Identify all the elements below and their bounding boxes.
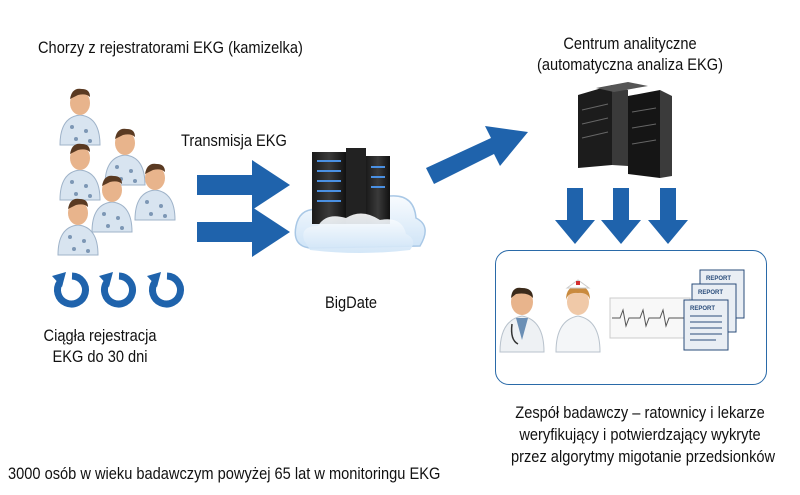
arrow-down-icon xyxy=(555,188,595,244)
arrow-up-right-icon xyxy=(426,126,528,184)
cycle-icon-2 xyxy=(101,272,136,308)
arrow-right-icon xyxy=(197,160,290,210)
doctor-icon xyxy=(499,287,545,353)
continuous-line-1: Ciągła rejestracja xyxy=(43,326,157,345)
transmission-label: Transmisja EKG xyxy=(181,131,287,150)
footer-note: 3000 osób w wieku badawczym powyżej 65 l… xyxy=(8,464,441,483)
cycle-icon-3 xyxy=(149,272,184,308)
ecg-strip xyxy=(609,297,691,339)
report-label-1: REPORT xyxy=(706,276,731,282)
patients-title: Chorzy z rejestratorami EKG (kamizelka) xyxy=(38,38,303,57)
team-line-3: przez algorytmy migotanie przedsionków xyxy=(511,447,776,466)
cycle-icon-1 xyxy=(54,272,89,308)
continuous-line-2: EKG do 30 dni xyxy=(52,347,148,366)
nurse-icon xyxy=(555,279,601,353)
report-stack-icon xyxy=(683,269,745,351)
analytics-line-1: Centrum analityczne xyxy=(563,34,697,53)
team-line-1: Zespół badawczy – ratownicy i lekarze xyxy=(515,403,765,422)
bigdata-label: BigDate xyxy=(325,293,378,312)
analytics-line-2: (automatyczna analiza EKG) xyxy=(536,55,724,74)
arrow-down-icon xyxy=(601,188,641,244)
report-label-3: REPORT xyxy=(690,306,715,312)
continuous-recording-label: Ciągła rejestracja EKG do 30 dni xyxy=(31,325,169,367)
arrow-right-icon xyxy=(197,207,290,257)
team-line-2: weryfikujący i potwierdzający wykryte xyxy=(519,425,761,444)
arrow-down-icon xyxy=(648,188,688,244)
analytics-center-label: Centrum analityczne (automatyczna analiz… xyxy=(523,33,738,75)
report-label-2: REPORT xyxy=(698,290,723,296)
research-team-label: Zespół badawczy – ratownicy i lekarze we… xyxy=(511,402,776,468)
